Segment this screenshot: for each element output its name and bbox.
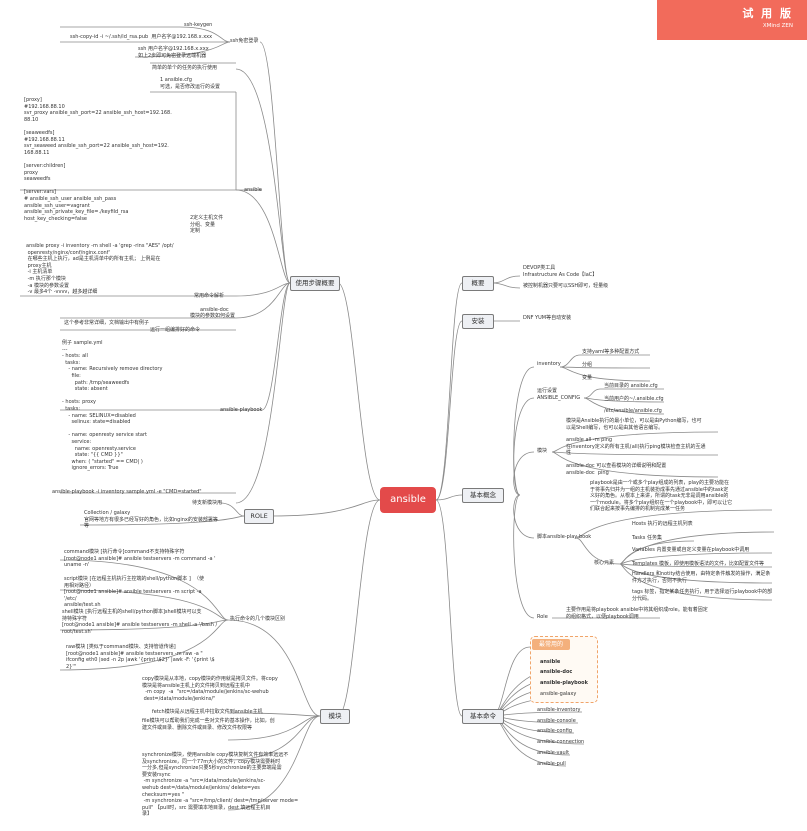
- cmd-ansible-playbook[interactable]: ansible-playbook: [540, 680, 588, 686]
- ssh-label: ssh免密登录: [230, 38, 259, 44]
- trial-subtitle: XMind ZEN: [762, 23, 793, 29]
- inventory-concept: inventory: [537, 361, 561, 367]
- favorites-title: 最常用的: [532, 639, 570, 650]
- inventory-group: 分组: [582, 362, 593, 368]
- config-concept: 运行设置 ANSIBLE_CONFIG: [537, 388, 581, 401]
- copy-module: copy模块是从本地，copy模块的作用就是拷贝文件。将copy 模块是将ans…: [142, 676, 278, 702]
- ssh-manage-note: 被控制机器只要可以SSH即可，轻量级: [523, 283, 609, 289]
- cmd-ansible[interactable]: ansible: [540, 659, 561, 665]
- ssh-copy-id: ssh-copy-id -i ~/.ssh/id_rsa.pub 用户名字@19…: [70, 34, 213, 40]
- cmd-ansible-vault[interactable]: ansible-vault: [537, 750, 570, 756]
- core-templates: Templates 模板，即使用模板语法的文件，比如配置文件等: [632, 561, 765, 567]
- cmd-ansible-config[interactable]: ansible-config: [537, 728, 572, 734]
- topic-overview[interactable]: 概要: [462, 276, 494, 291]
- topic-concepts[interactable]: 基本概念: [462, 488, 504, 503]
- doc-note: 模块的参数如何设置: [190, 313, 236, 319]
- ssh-login: ssh 用户名字@192.168.x.xxx 如上2步即可免密登录远端机器: [138, 46, 209, 59]
- command-module: command模块 [执行命令]command不支持特殊字符 [root@nod…: [64, 549, 216, 569]
- script-module: script模块 [在远程主机执行主控端的shell/python脚本 ] （使…: [64, 576, 204, 609]
- ansible-label: ansible: [244, 187, 262, 193]
- inventory-note: 2定义主机文件 分组、变量 定制: [190, 215, 224, 235]
- role-concept: Role: [537, 614, 548, 620]
- common-params: 常用命令解析: [194, 293, 225, 299]
- core-variables: Variables 内置变量或自定义变量在playbook中调用: [632, 547, 750, 553]
- doc-label: ansible-doc: [200, 307, 229, 313]
- module-doc: ansible-doc 可以查看模块的详细说明和配置 ansible-doc p…: [566, 463, 667, 476]
- cfg-note: 1 ansible.cfg 可选，是否修改运行的设置: [160, 77, 221, 90]
- inventory-block: [proxy] #192.168.88.10 svr_proxy ansible…: [24, 97, 172, 222]
- devop-note: DEVOP类工具 Infrastructure As Code【IaC】: [523, 265, 598, 278]
- playbook-command: ansible-playbook -i inventory sample.yml…: [52, 489, 202, 495]
- simple-cmd: 简单的单个的任务的执行使用: [152, 65, 218, 71]
- topic-commands[interactable]: 基本命令: [462, 709, 504, 724]
- playbook-concept: 脚本ansible-play-book: [537, 534, 592, 540]
- trial-watermark: 试 用 版 XMind ZEN: [657, 0, 807, 40]
- ssh-keygen: ssh-keygen: [184, 22, 213, 28]
- module-diff-label: 执行命令的几个模块区别: [230, 616, 286, 622]
- playbook-example: 例子 sample.yml --- - hosts: all tasks: - …: [62, 340, 163, 472]
- cmd-ansible-connection[interactable]: ansible-connection: [537, 739, 585, 745]
- cmd-ansible-inventory[interactable]: ansible-inventory: [537, 707, 581, 713]
- doc-desc: 这个参考非常详细，文档输出中有例子: [64, 320, 150, 326]
- raw-module: raw模块 [类似于command模块、支持管道传递] [root@node1 …: [66, 644, 215, 670]
- cmd-ansible-galaxy[interactable]: ansible-galaxy: [540, 691, 577, 697]
- topic-install[interactable]: 安装: [462, 314, 494, 329]
- core-handlers: Handlers 和notity结合使用，由特定条件触发的操作，满足条 件方才执…: [632, 571, 771, 584]
- fetch-module: fetch模块是从远程主机中拉取文件到ansible主机: [152, 709, 263, 715]
- core-tags: tags 标签，指定某条任务执行，用于选择运行playbook中的部 分代码。: [632, 589, 773, 602]
- cfg-current-dir: 当前目录的 ansible.cfg: [604, 383, 658, 389]
- cmd-ansible-pull[interactable]: ansible-pull: [537, 761, 566, 767]
- inventory-yaml: 支持yaml等多种配置方式: [582, 349, 640, 355]
- playbook-title: 运行一组编排好的命令: [150, 327, 201, 333]
- inventory-var: 变量: [582, 375, 593, 381]
- file-module: file模块可以帮助我们完成一些对文件的基本操作，比如，创 建文件或目录、删除文…: [142, 718, 275, 731]
- trial-title: 试 用 版: [742, 7, 793, 20]
- cmd-ansible-doc[interactable]: ansible-doc: [540, 669, 573, 675]
- cfg-etc: /etc/ansible/ansible.cfg: [604, 408, 662, 414]
- galaxy-note: Collection / galaxy 官网等地方有很多已经写好的角色，比如ng…: [84, 510, 218, 530]
- core-elements: 核心元素: [594, 560, 615, 566]
- dnf-note: DNF YUM等自动安装: [523, 315, 572, 321]
- module-ping: ansible all -m ping 在inventory定义的所有主机(al…: [566, 437, 706, 457]
- module-concept: 模块: [537, 448, 548, 454]
- module-desc: 模块是Ansible执行的最小单位，可以是由Python编写，也可 以是Shel…: [566, 418, 702, 431]
- root-topic[interactable]: ansible: [380, 487, 436, 513]
- topic-role[interactable]: ROLE: [244, 509, 274, 524]
- sync-module: synchronize模块，使用ansible copy模块复制文件有效率远远不…: [142, 752, 299, 818]
- shell-module: shell模块 [执行远程主机的shell/python脚本]shell模块可以…: [62, 609, 218, 635]
- playbook-desc: playbook是由一个或多个play组成的列表，play的主要功能在 于将事先…: [590, 480, 733, 513]
- cfg-user: 当前用户的~/.ansible.cfg: [604, 396, 664, 402]
- cmd-ansible-console[interactable]: ansible-console: [537, 718, 576, 724]
- topic-usage[interactable]: 使用步骤概要: [290, 276, 340, 291]
- role-desc: 主要作用是将playbook ansible中将其组织成role。能有着固定 的…: [566, 607, 708, 620]
- core-hosts: Hosts 执行的远程主机列表: [632, 521, 693, 527]
- core-tasks: Tasks 任务集: [632, 535, 662, 541]
- playbook-label: ansible-playbook: [220, 407, 263, 413]
- proxy-command: ansible proxy -i inventory -m shell -a '…: [26, 243, 174, 296]
- reuse-note: 待支新模块用: [192, 500, 223, 506]
- topic-modules[interactable]: 模块: [320, 709, 350, 724]
